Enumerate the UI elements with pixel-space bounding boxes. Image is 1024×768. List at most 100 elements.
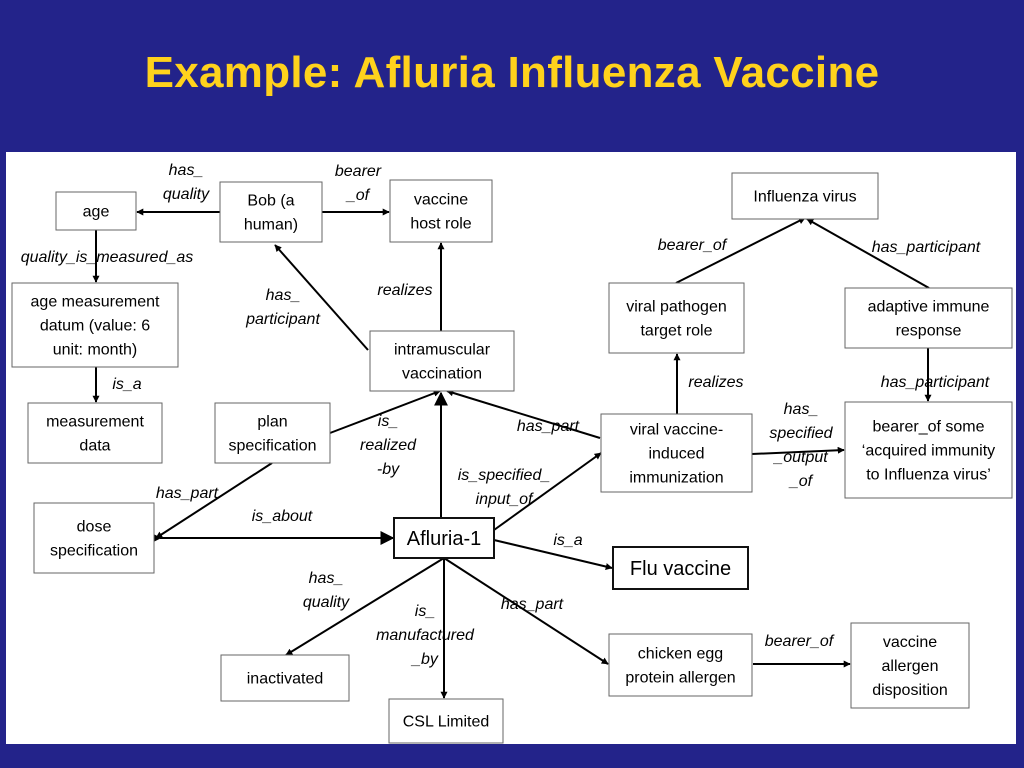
edge-label-line: has_ [169,162,204,179]
node-label-line: vaccination [402,366,482,383]
edge-label-line: is_a [112,376,141,393]
node-label-line: intramuscular [394,342,491,359]
edge-label-line: _output [772,449,828,466]
edge-immunization-output [751,446,845,455]
node-label-line: vaccine [414,192,468,209]
node-label-line: datum (value: 6 [40,318,150,335]
node-acquired-immunity: bearer_of some ‘acquired immunity to Influ… [844,401,1013,499]
edge-label-line: has_participant [872,239,981,256]
edge-label-immunization-vaccination: has_part [517,418,580,435]
node-label-line: human) [244,217,298,234]
node-label-line: disposition [872,682,948,699]
node-box [33,502,155,574]
edge-label-dose-afluria: is_about [252,508,313,525]
edge-label-vaccination-bob: has_ participant [245,287,320,328]
node-box [844,287,1013,349]
node-box [389,179,493,243]
edges-layer [92,208,932,699]
edge-label-line: has_part [501,596,564,613]
node-label-line: specification [50,543,138,560]
node-box [11,282,179,368]
edge-label-plan-realized-by: is_ realized -by [360,413,417,478]
edge-labels-layer: has_qualitybearer_ofquality_is_measured_… [21,162,990,668]
node-label-line: age [83,204,110,221]
node-label-line: ‘acquired immunity [862,443,995,460]
edge-label-vaccination-realizes: realizes [377,282,432,299]
node-bob: Bob (a human) [219,181,323,243]
node-intramuscular-vaccination: intramuscular vaccination [369,330,515,392]
edge-label-line: has_ [266,287,301,304]
edge-vaccination-bob [274,244,369,351]
edge-label-line: participant [245,311,320,328]
edge-label-afluria-chicken-egg: has_part [501,596,564,613]
edge-label-afluria-flu-vaccine: is_a [553,532,582,549]
edge-label-afluria-csl: is_manufactured_by [376,603,475,668]
node-box [608,282,745,354]
edge-plan-realized-by [329,389,441,434]
node-label-line: data [79,438,110,455]
node-flu-vaccine: Flu vaccine [612,546,749,590]
edge-label-line: bearer [335,163,382,180]
edge-label-line: has_ [309,570,344,587]
node-age: age [55,191,137,231]
node-box [27,402,163,464]
node-chicken-egg: chicken egg protein allergen [608,633,753,697]
edge-label-line: has_ [784,401,819,418]
node-label-line: measurement [46,414,144,431]
edge-label-line: _of [788,473,814,490]
node-label-line: specification [228,438,316,455]
edge-label-line: quality_is_measured_as [21,249,194,266]
node-measurement-data: measurement data [27,402,163,464]
edge-label-line: realizes [688,374,743,391]
edge-afluria-chicken-egg [443,557,609,665]
node-label-line: inactivated [247,671,324,688]
edge-label-adaptive-influenza: has_participant [872,239,981,256]
edge-immunization-vaccination [446,389,601,439]
edge-label-influenza-target-role: bearer_of [658,237,728,254]
node-label-line: age measurement [31,294,161,311]
edge-label-line: realized [360,437,417,454]
edge-afluria-inactivated [285,557,445,656]
node-label-line: Flu vaccine [630,558,731,580]
edge-label-line: specified [769,425,833,442]
slide-title: Example: Afluria Influenza Vaccine [144,48,880,97]
edge-label-egg-allergen: bearer_of [765,633,835,650]
node-age-measurement: age measurement datum (value: 6 unit: mont… [11,282,179,368]
node-label-line: allergen [882,658,939,675]
node-label-line: dose [77,519,112,536]
node-label-line: unit: month) [53,342,137,359]
edge-label-line: bearer_of [765,633,835,650]
edge-label-bob-vaccine-host-role: bearer_of [335,163,382,204]
node-label-line: vaccine [883,634,937,651]
edge-label-line: quality [303,594,350,611]
edge-label-line: input_of [476,491,534,508]
edge-label-plan-dose: has_part [156,485,219,502]
node-inactivated: inactivated [220,654,350,702]
edge-label-immunization-output: has_ specified _output _of [769,401,833,490]
edge-afluria-input-of [493,452,602,531]
node-label-line: protein allergen [625,670,735,687]
node-afluria: Afluria-1 [393,517,495,559]
node-influenza-virus: Influenza virus [731,172,879,220]
node-label-line: bearer_of some [872,419,984,436]
edge-influenza-target-role [675,217,806,284]
node-label-line: viral vaccine- [630,422,723,439]
edge-label-line: -by [377,461,400,478]
node-box [55,191,137,231]
node-label-line: to Influenza virus’ [866,467,991,484]
edge-label-age-measurement-is-a: is_a [112,376,141,393]
edge-label-line: _by [410,651,439,668]
node-label-line: Bob (a [247,193,294,210]
edge-label-line: has_part [156,485,219,502]
node-box [369,330,515,392]
node-label-line: chicken egg [638,646,723,663]
node-box [393,517,495,559]
edge-label-line: is_ [378,413,398,430]
edge-label-bob-age: has_quality [163,162,210,203]
